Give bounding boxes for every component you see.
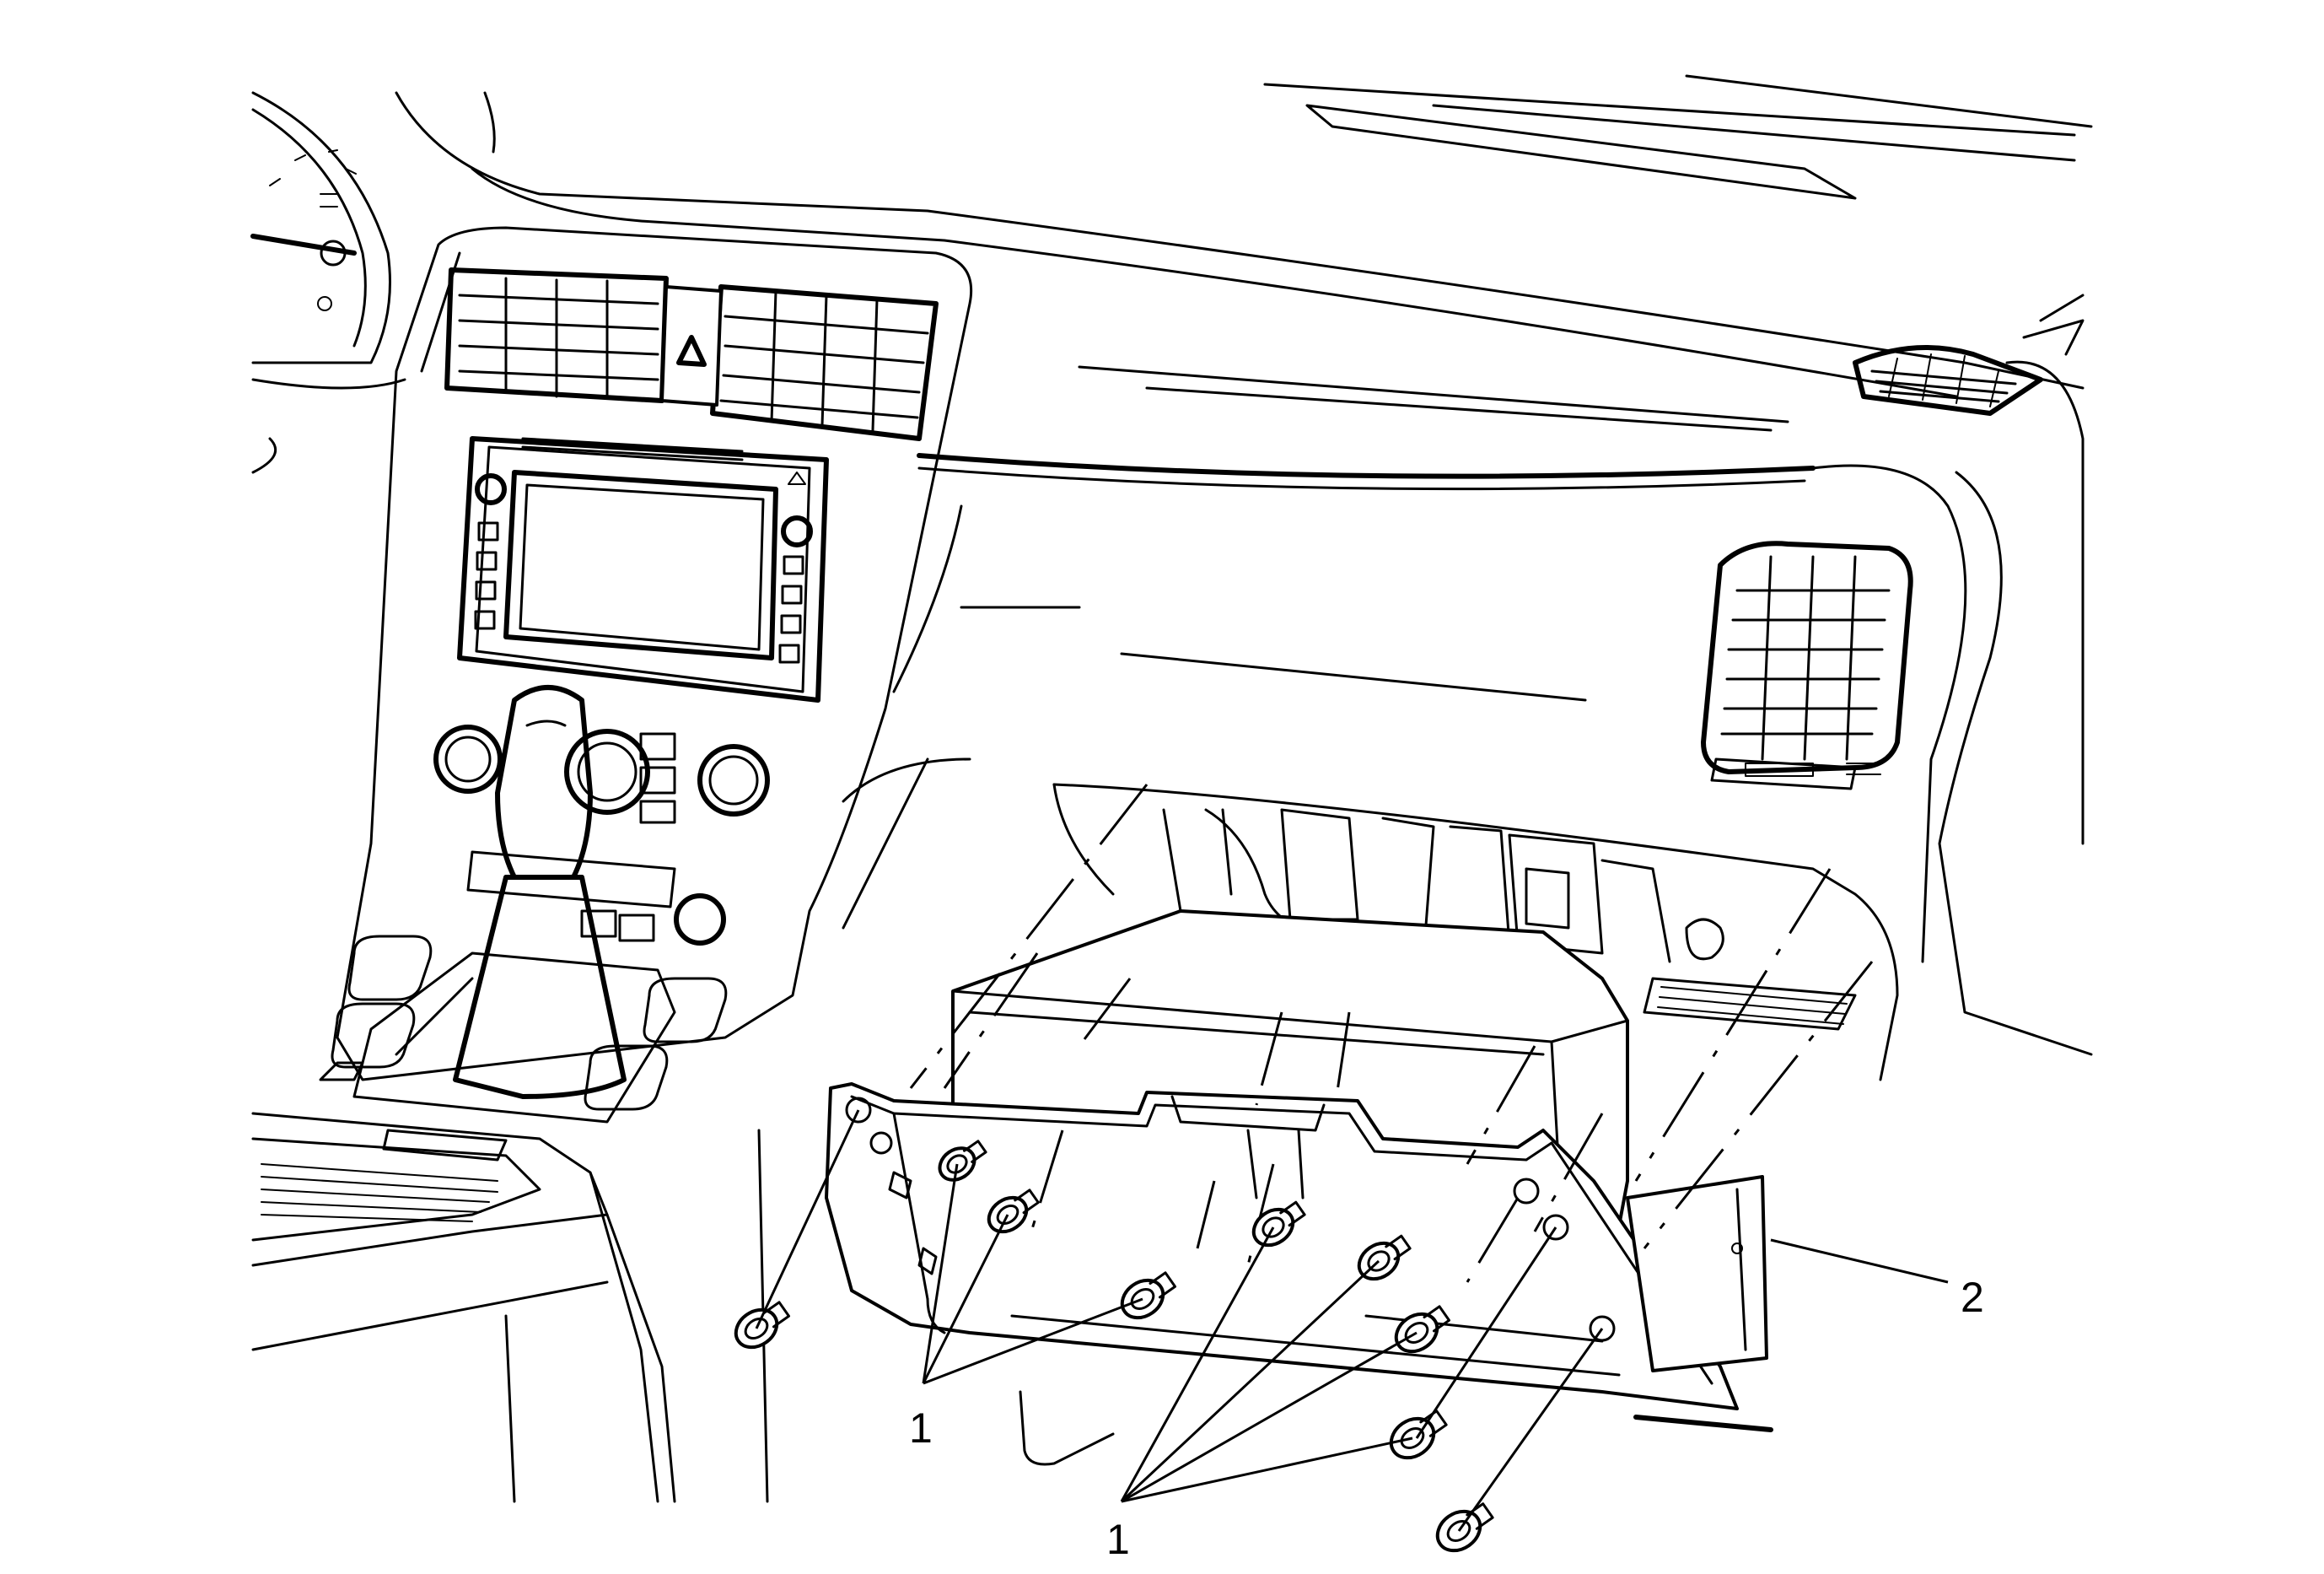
- glove-box-opening: [842, 757, 1899, 1081]
- navigation-screen: [503, 470, 778, 660]
- instrument-cluster: [250, 91, 406, 474]
- alignment-lines: [909, 784, 1874, 1283]
- fan-knob: [564, 729, 650, 815]
- fastener: [1435, 1502, 1494, 1553]
- tune-knob: [781, 515, 813, 547]
- glove-box-housing: [825, 909, 1773, 1466]
- callout-label-2: 2: [1961, 1274, 1984, 1321]
- rear-defrost-knob: [674, 893, 726, 946]
- passenger-air-vent: [1701, 541, 1913, 790]
- callout-label-1-right: 1: [1106, 1516, 1130, 1563]
- side-defrost-vent: [1853, 345, 2043, 416]
- hazard-triangle-icon: [676, 335, 707, 367]
- shift-knob: [495, 685, 593, 880]
- center-air-vents: [444, 267, 939, 441]
- volume-knob: [475, 473, 507, 505]
- fastener: [1120, 1271, 1177, 1320]
- console-switches: [319, 935, 728, 1111]
- lower-console: [251, 1112, 769, 1503]
- passenger-dash: [917, 294, 2093, 1056]
- gear-shifter: [352, 685, 676, 1124]
- right-climate-knob: [697, 744, 770, 817]
- fastener: [734, 1301, 791, 1350]
- callout-leaders: [922, 1163, 1949, 1503]
- shifter-boot-bezel: [352, 951, 676, 1124]
- radio-navigation-unit: [457, 436, 829, 703]
- callout-label-1-left: 1: [909, 1404, 933, 1452]
- left-climate-knob: [433, 725, 503, 794]
- dash-top: [395, 74, 2093, 398]
- climate-controls: [433, 725, 770, 946]
- hazard-button: [660, 285, 723, 407]
